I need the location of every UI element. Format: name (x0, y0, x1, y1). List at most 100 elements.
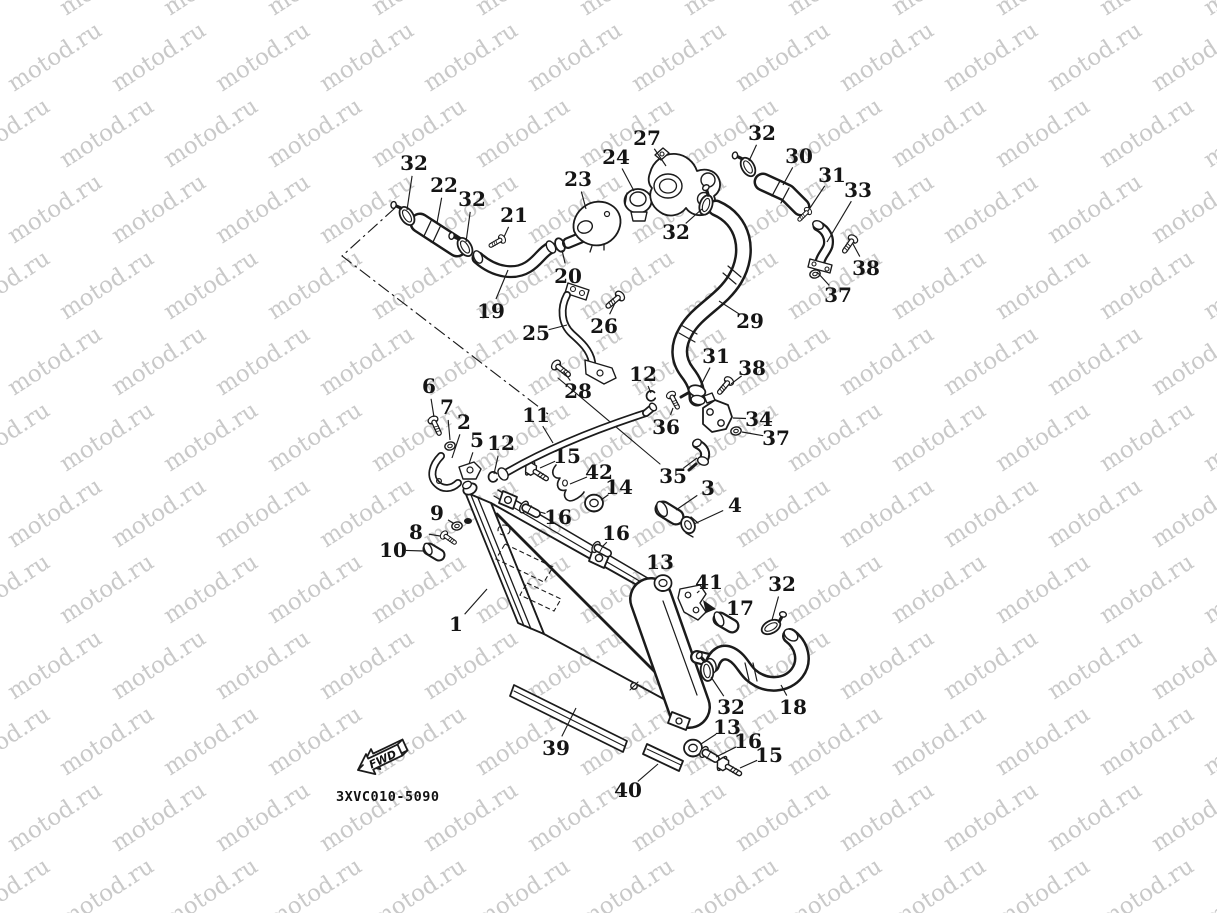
watermark-text: motod.ru (0, 853, 55, 913)
watermark-text: motod.ru (575, 0, 679, 21)
leader-line (428, 533, 441, 537)
leader-line (693, 509, 724, 525)
watermark-text: motod.ru (731, 17, 835, 97)
elbow-joint-35 (687, 438, 711, 472)
part-number-label: 2 (457, 410, 471, 434)
watermark-text: motod.ru (783, 0, 887, 21)
part-number-label: 15 (553, 444, 581, 468)
collar-17 (712, 611, 740, 634)
watermark-text: motod.ru (367, 0, 471, 21)
watermark-text: motod.ru (55, 245, 159, 325)
leader-line (699, 367, 711, 388)
watermark-text: motod.ru (0, 397, 55, 477)
watermark-text: motod.ru (887, 0, 991, 21)
part-number-label: 9 (430, 501, 444, 525)
part-number-label: 14 (605, 475, 633, 499)
watermark-text: motod.ru (1095, 245, 1199, 325)
leader-line (406, 175, 413, 211)
part-number-label: 27 (633, 126, 661, 150)
watermark-text: motod.ru (211, 777, 315, 857)
joint-fitting-34 (665, 375, 743, 437)
diagram-code: 3XVC010-5090 (336, 789, 440, 805)
watermark-text: motod.ru (0, 93, 55, 173)
watermark-text: motod.ru (159, 245, 263, 325)
watermark-text: motod.ru (783, 853, 887, 913)
watermark-text: motod.ru (107, 777, 211, 857)
leader-line (782, 167, 794, 186)
watermark-text: motod.ru (367, 397, 471, 477)
watermark-text: motod.ru (55, 93, 159, 173)
watermark-text: motod.ru (627, 777, 731, 857)
watermark-text: motod.ru (107, 473, 211, 553)
part-number-label: 16 (544, 505, 572, 529)
watermark-text: motod.ru (1043, 473, 1147, 553)
watermark-text: motod.ru (1199, 853, 1217, 913)
watermark-text: motod.ru (679, 0, 783, 21)
part-number-label: 42 (585, 460, 613, 484)
watermark-text: motod.ru (1043, 17, 1147, 97)
leader-line (683, 457, 698, 469)
part-number-label: 33 (844, 178, 872, 202)
part-number-label: 8 (409, 520, 423, 544)
part-number-label: 22 (430, 173, 458, 197)
watermark-text: motod.ru (835, 625, 939, 705)
leader-line (503, 226, 510, 238)
pipe-bracket-25 (550, 282, 627, 385)
leader-line (548, 324, 568, 331)
watermark-text: motod.ru (159, 0, 263, 21)
watermark-text: motod.ru (1147, 777, 1217, 857)
watermark-text: motod.ru (1147, 473, 1217, 553)
watermark-text: motod.ru (0, 701, 55, 781)
watermark-text: motod.ru (315, 321, 419, 401)
watermark-text: motod.ru (887, 853, 991, 913)
leader-line (563, 371, 571, 381)
leader-line (732, 417, 747, 420)
watermark-text: motod.ru (991, 853, 1095, 913)
watermark-text: motod.ru (575, 853, 679, 913)
watermark-text: motod.ru (263, 0, 367, 21)
hose-22 (386, 193, 478, 263)
part-number-label: 1 (449, 612, 463, 636)
part-number-label: 13 (646, 550, 674, 574)
watermark-text: motod.ru (0, 473, 3, 553)
leader-line (669, 407, 674, 416)
leader-line (700, 733, 717, 745)
part-number-label: 7 (440, 395, 454, 419)
part-number-label: 15 (755, 743, 783, 767)
part-number-label: 6 (422, 374, 436, 398)
watermark-text: motod.ru (939, 169, 1043, 249)
part-number-label: 29 (736, 309, 764, 333)
watermark-text: motod.ru (263, 245, 367, 325)
breather-pipe-11 (487, 390, 658, 483)
part-number-label: 26 (590, 314, 618, 338)
watermark-text: motod.ru (107, 169, 211, 249)
watermark-text: motod.ru (471, 853, 575, 913)
watermark-text: motod.ru (1199, 701, 1217, 781)
stay-bracket-41 (677, 584, 716, 621)
leader-line (653, 148, 667, 167)
part-number-label: 10 (379, 538, 407, 562)
watermark-text: motod.ru (1095, 701, 1199, 781)
watermark-text: motod.ru (211, 473, 315, 553)
watermark-text: motod.ru (1199, 0, 1217, 21)
leader-line (436, 197, 443, 224)
part-number-label: 37 (762, 426, 790, 450)
leader-line (495, 269, 509, 300)
leader-line (826, 200, 852, 243)
watermark-text: motod.ru (55, 0, 159, 21)
mount-hardware (518, 459, 673, 593)
watermark-text: motod.ru (939, 321, 1043, 401)
leader-line (447, 419, 451, 441)
part-number-label: 5 (470, 428, 484, 452)
damper-4 (680, 515, 699, 538)
watermark-text: motod.ru (471, 0, 575, 21)
radiator-outlet-hose-18 (692, 607, 810, 692)
watermark-text: motod.ru (523, 625, 627, 705)
outlet-pipe-33 (807, 219, 859, 280)
part-number-label: 11 (522, 403, 550, 427)
watermark-text: motod.ru (107, 625, 211, 705)
watermark-text: motod.ru (0, 0, 55, 21)
watermark-text: motod.ru (939, 17, 1043, 97)
joint-housing-23 (572, 200, 622, 253)
